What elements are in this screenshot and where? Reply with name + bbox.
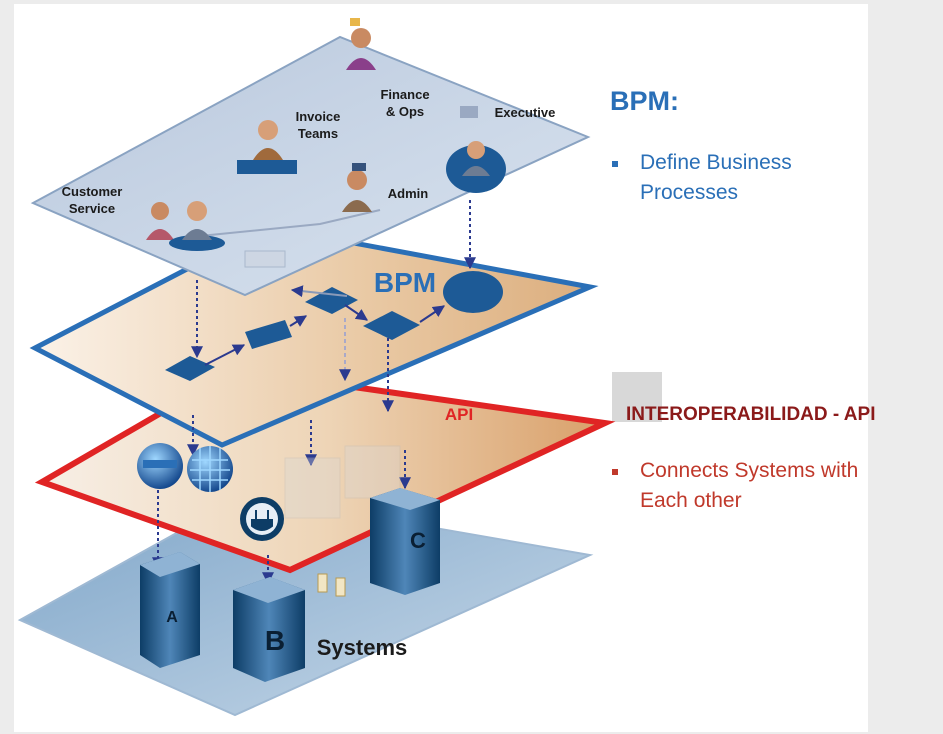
bpm-bullet-text: Define Business Processes [640, 151, 792, 204]
globe-icon [137, 443, 183, 489]
svg-text:A: A [166, 609, 178, 626]
api-faded-servers [284, 445, 401, 519]
person-customer-service-2 [169, 201, 225, 251]
interop-title: INTEROPERABILIDAD - API [626, 404, 876, 425]
people-layer [30, 35, 591, 297]
bpm-layer-label: BPM [374, 267, 436, 298]
person-customer-service-1 [146, 202, 174, 240]
label-admin: Admin [388, 186, 429, 201]
system-a-server: A [140, 552, 200, 668]
process-end-node [443, 271, 503, 313]
bullet-icon [612, 161, 618, 167]
person-executive [446, 106, 506, 193]
person-invoice-teams [237, 120, 297, 174]
person-finance-ops [346, 18, 376, 70]
system-b-server: B [233, 577, 305, 682]
label-executive: Executive [495, 105, 556, 120]
svg-text:C: C [410, 528, 426, 553]
blurred-patch [612, 372, 662, 422]
process-step [245, 320, 292, 349]
grid-globe-icon [187, 446, 233, 492]
svg-text:B: B [265, 625, 285, 656]
label-finance-ops: Finance& Ops [380, 87, 429, 119]
bullet-icon [612, 469, 618, 475]
systems-label: Systems [317, 635, 408, 660]
process-step [305, 287, 358, 314]
api-layer-label: API [445, 405, 473, 424]
system-connectors [317, 573, 346, 597]
system-c-server: C [370, 488, 440, 595]
interop-bullet: Connects Systems with Each other [612, 456, 872, 516]
faded-box [244, 250, 286, 268]
process-step [363, 311, 420, 340]
people-connector [199, 209, 381, 237]
interop-bullet-text: Connects Systems with Each other [640, 459, 859, 512]
process-step [165, 356, 215, 381]
layer-links [152, 200, 476, 585]
plug-icon [240, 497, 284, 541]
bpm-bullet: Define Business Processes [612, 148, 852, 208]
bpm-title: BPM: [610, 86, 679, 116]
person-admin [342, 163, 372, 212]
process-flow [165, 271, 503, 382]
